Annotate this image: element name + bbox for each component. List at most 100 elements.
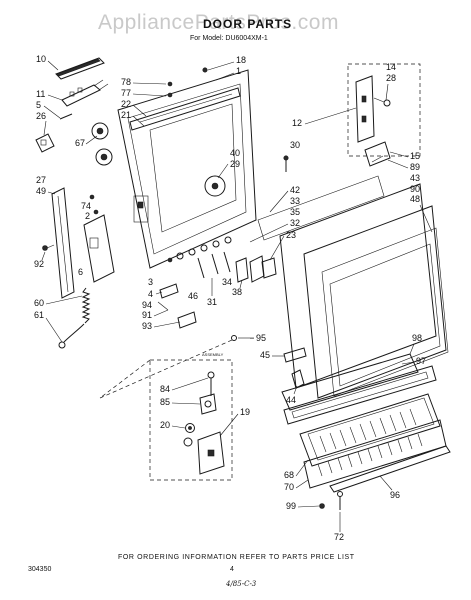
- callout-49: 49: [36, 186, 46, 196]
- callout-94: 94: [142, 300, 152, 310]
- callout-44: 44: [286, 395, 296, 405]
- part-74-screw: [89, 194, 95, 200]
- part-10-strip: [55, 57, 105, 80]
- part-11-bracket: [61, 79, 109, 107]
- part-67-gears: [91, 122, 113, 166]
- control-inset-box: [347, 63, 421, 157]
- callout-4: 4: [148, 289, 153, 299]
- part-72-screw: [337, 491, 343, 510]
- callout-33: 33: [290, 196, 300, 206]
- callout-77: 77: [121, 88, 131, 98]
- part-45-hinge-pin: [283, 347, 307, 363]
- callout-21: 21: [121, 110, 131, 120]
- callout-19: 19: [240, 407, 250, 417]
- callout-labels: 10 11 5 26 67 27 49 74 2 92 60 61 6 78 7…: [34, 54, 433, 542]
- callout-95: 95: [256, 333, 266, 343]
- model-label: For Model: DU6004XM-1: [190, 35, 268, 42]
- lower-hardware: [157, 251, 265, 329]
- callout-99: 99: [286, 501, 296, 511]
- part-97-kick-plate-seal: [281, 353, 419, 411]
- part-43-door-panel-outer: [279, 183, 437, 389]
- callout-14: 14: [386, 62, 396, 72]
- callout-96: 96: [390, 490, 400, 500]
- callout-32: 32: [290, 218, 300, 228]
- page-title: DOOR PARTS: [203, 17, 292, 31]
- part-60-spring: [81, 287, 91, 324]
- part-68-kick-plate: [299, 393, 441, 467]
- callout-10: 10: [36, 54, 46, 64]
- callout-34: 34: [222, 277, 232, 287]
- callout-48: 48: [410, 194, 420, 204]
- part-30-screw: [283, 155, 289, 172]
- callout-61: 61: [34, 310, 44, 320]
- part-99-screw: [319, 503, 325, 509]
- callout-93: 93: [142, 321, 152, 331]
- callout-20: 20: [160, 420, 170, 430]
- callout-97: 97: [416, 356, 426, 366]
- part-42-liner: [257, 175, 385, 241]
- part-20-nut: [183, 423, 195, 447]
- inner-door-panel: [117, 67, 257, 269]
- part-92-screw: [42, 244, 55, 251]
- callout-26: 26: [36, 111, 46, 121]
- callout-30: 30: [290, 140, 300, 150]
- callout-12: 12: [292, 118, 302, 128]
- part-98-gasket: [283, 365, 437, 425]
- document-number: 304350: [28, 566, 51, 573]
- part-15-latch-clip: [364, 141, 391, 167]
- callout-72: 72: [334, 532, 344, 542]
- page-number: 4: [230, 566, 234, 573]
- part-49-side-channel: [51, 187, 75, 299]
- part-26-latch: [35, 133, 55, 153]
- part-96-trim-strip: [329, 445, 451, 493]
- part-5-pin: [59, 113, 73, 120]
- callout-3: 3: [148, 277, 153, 287]
- callout-46: 46: [188, 291, 198, 301]
- callout-1: 1: [236, 66, 241, 76]
- inset-small-text: ASSEMBLY: [202, 352, 224, 357]
- handwritten-note: 4/85-C-3: [225, 580, 257, 588]
- ordering-info: FOR ORDERING INFORMATION REFER TO PARTS …: [118, 554, 355, 561]
- callout-98: 98: [412, 333, 422, 343]
- callout-60: 60: [34, 298, 44, 308]
- callout-6: 6: [78, 267, 83, 277]
- callout-38: 38: [232, 287, 242, 297]
- callout-18: 18: [236, 55, 246, 65]
- part-61-cable: [58, 323, 85, 349]
- callout-29: 29: [230, 159, 240, 169]
- part-90-door-panel-front: [303, 205, 447, 399]
- part-44-clip: [291, 369, 305, 389]
- callout-89: 89: [410, 162, 420, 172]
- callout-2: 2: [85, 211, 90, 221]
- watermark: AppliancePartsPros.com: [98, 11, 339, 34]
- callout-70: 70: [284, 482, 294, 492]
- dispenser-inset-box: [99, 339, 233, 481]
- part-95-screw: [231, 335, 254, 341]
- callout-95-dash: –: [250, 335, 254, 342]
- callout-91: 91: [142, 310, 152, 320]
- callout-45: 45: [260, 350, 270, 360]
- callout-28: 28: [386, 73, 396, 83]
- part-48-insulation: [321, 227, 449, 397]
- callout-84: 84: [160, 384, 170, 394]
- part-6-side-panel: [83, 214, 115, 283]
- part-84-bolt: [207, 371, 215, 396]
- callout-15: 15: [410, 151, 420, 161]
- callout-35: 35: [290, 207, 300, 217]
- callout-23: 23: [286, 230, 296, 240]
- part-19-dispenser: [197, 431, 225, 475]
- callout-78: 78: [121, 77, 131, 87]
- callout-31: 31: [207, 297, 217, 307]
- callout-74: 74: [81, 201, 91, 211]
- callout-11: 11: [36, 89, 45, 99]
- callout-5: 5: [36, 100, 41, 110]
- part-85-actuator: [199, 393, 217, 415]
- callout-42: 42: [290, 185, 300, 195]
- callout-85: 85: [160, 397, 170, 407]
- callout-27: 27: [36, 175, 46, 185]
- callout-22: 22: [121, 99, 131, 109]
- callout-92: 92: [34, 259, 44, 269]
- callout-67: 67: [75, 138, 85, 148]
- callout-90: 90: [410, 184, 420, 194]
